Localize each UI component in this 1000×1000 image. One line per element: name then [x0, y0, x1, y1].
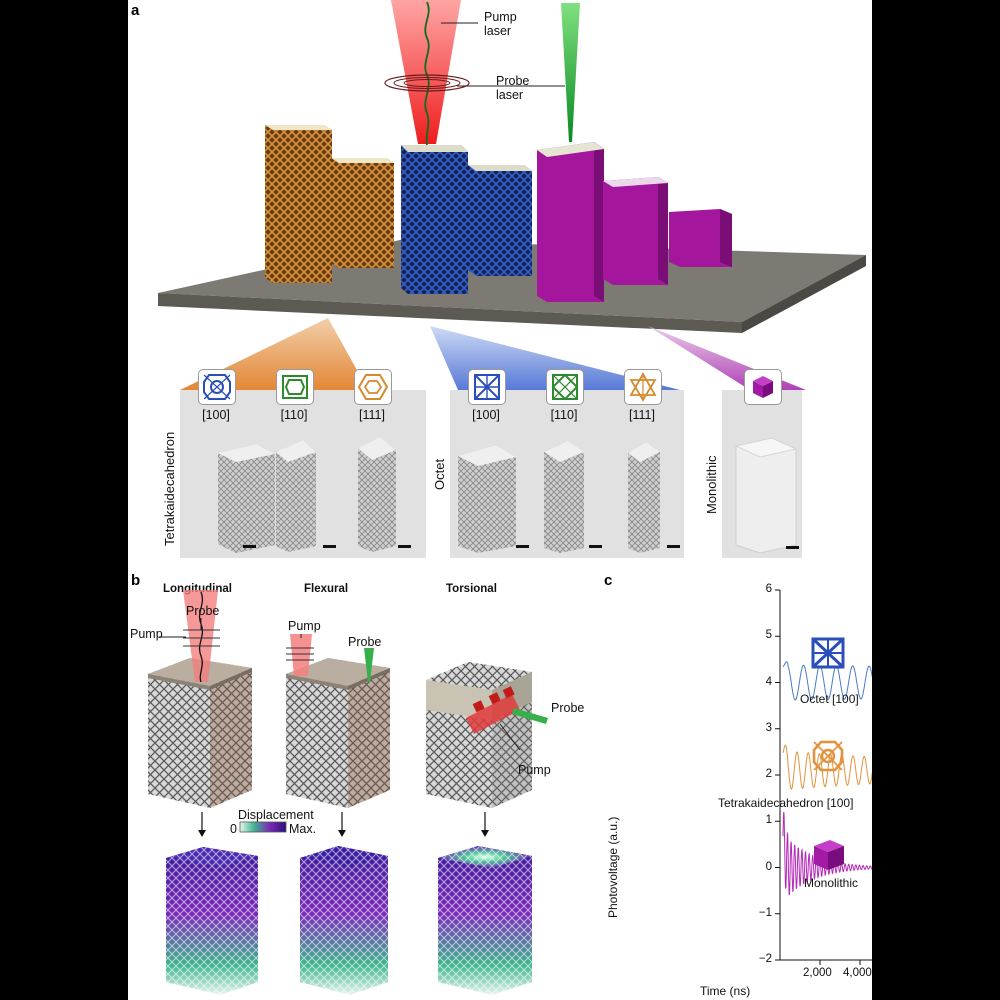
tetrakaidecahedron-100-icon: [810, 738, 846, 774]
chart-axes: [775, 589, 872, 965]
monolithic-cube-icon: [808, 836, 848, 874]
panel-letter-c: c: [604, 572, 613, 589]
y-tick-label: −2: [758, 953, 772, 965]
y-tick-label: 6: [765, 583, 772, 595]
x-axis-label: Time (ns): [700, 984, 751, 998]
mode-title-flexural: Flexural: [304, 583, 349, 595]
octet-111-icon: [624, 369, 662, 405]
panel-letter-b: b: [131, 572, 141, 589]
y-tick-label: 2: [765, 768, 772, 780]
direction-label: [100]: [202, 408, 230, 422]
probe-label: Probe: [348, 635, 382, 649]
panel-b-illustration: [148, 590, 548, 995]
tetrakaidecahedron-110-icon: [276, 369, 314, 405]
x-tick-label: 2,000: [803, 967, 832, 979]
direction-label: [100]: [472, 408, 500, 422]
probe-laser-label: Probe laser: [496, 74, 530, 102]
photovoltage-chart: [775, 589, 872, 965]
mode-title-torsional: Torsional: [446, 583, 497, 595]
plot-series-group: [782, 661, 872, 896]
y-tick-label: 4: [765, 675, 772, 688]
y-axis-label: Photovoltage (a.u.): [606, 816, 620, 918]
series-line: [782, 744, 872, 790]
pump-label: Pump: [518, 763, 551, 777]
panel-letter-a: a: [131, 2, 140, 19]
octet-110-icon: [546, 369, 584, 405]
y-tick-label: 0: [765, 860, 772, 873]
displacement-label: Displacement: [238, 808, 314, 822]
panel-a-illustration: [158, 0, 866, 558]
x-tick-label: 4,000: [843, 967, 872, 979]
figure-canvas: a: [128, 0, 872, 1000]
legend-octet: Octet [100]: [800, 692, 859, 706]
direction-label: [111]: [629, 408, 655, 422]
y-tick-label: 5: [765, 629, 772, 642]
y-tick-label: 3: [765, 721, 772, 734]
tetrakaidecahedron-111-icon: [354, 369, 392, 405]
series-line: [782, 661, 872, 701]
probe-label: Probe: [551, 701, 585, 715]
series-line: [782, 812, 872, 896]
pump-label: Pump: [288, 619, 321, 633]
tetrakaidecahedron-100-icon: [198, 369, 236, 405]
pump-label: Pump: [130, 627, 163, 641]
y-tick-label: 1: [765, 814, 772, 827]
legend-tetrakaidecahedron: Tetrakaidecahedron [100]: [718, 796, 854, 810]
scale-max-label: Max.: [289, 822, 317, 836]
direction-label: [111]: [359, 408, 385, 422]
monolithic-cube-icon: [744, 369, 782, 405]
legend-monolithic: Monolithic: [804, 876, 859, 890]
direction-label: [110]: [280, 408, 308, 422]
probe-label: Probe: [186, 604, 220, 618]
direction-label: [110]: [550, 408, 578, 422]
group-label-tetrakaidecahedron: Tetrakaidecahedron: [162, 431, 177, 546]
group-label-monolithic: Monolithic: [704, 455, 719, 514]
group-label-octet: Octet: [432, 458, 447, 490]
octet-100-icon: [468, 369, 506, 405]
pump-laser-label: Pump laser: [484, 10, 517, 38]
octet-100-icon: [810, 636, 846, 670]
y-tick-label: −1: [758, 906, 772, 919]
scale-min-label: 0: [230, 822, 237, 836]
